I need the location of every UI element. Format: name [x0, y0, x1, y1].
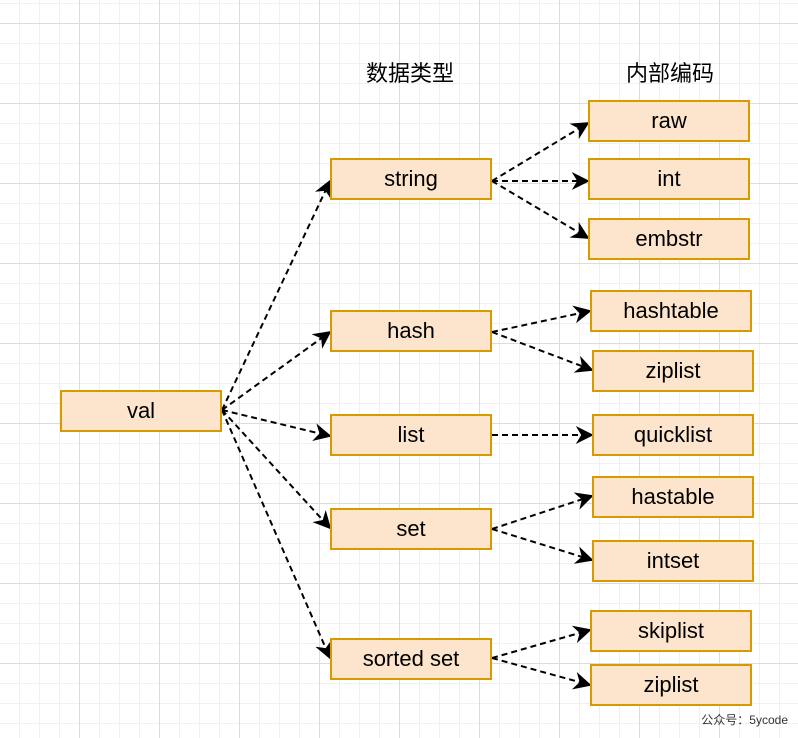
watermark: 公众号：5ycode [701, 713, 788, 727]
node-encoding-int: int [588, 158, 750, 200]
edge-hash-hashtable [491, 305, 592, 333]
node-type-hash: hash [330, 310, 492, 352]
node-type-sorted-set: sorted set [330, 638, 492, 680]
edge-string-raw [491, 122, 590, 182]
node-encoding-ziplist-zset: ziplist [590, 664, 752, 706]
edge-zset-ziplist [491, 657, 592, 690]
edge-string-embstr [491, 180, 590, 239]
edge-val-sorted-set [221, 409, 332, 660]
node-encoding-hastable: hastable [592, 476, 754, 518]
node-val: val [60, 390, 222, 432]
edge-set-intset [491, 528, 594, 564]
node-encoding-ziplist-hash: ziplist [592, 350, 754, 392]
edge-hash-ziplist [491, 331, 594, 373]
edge-set-hastable [491, 492, 594, 530]
node-type-set: set [330, 508, 492, 550]
edge-val-hash [221, 330, 332, 411]
node-encoding-intset: intset [592, 540, 754, 582]
node-encoding-embstr: embstr [588, 218, 750, 260]
edge-zset-skiplist [491, 625, 592, 659]
header-data-type: 数据类型 [365, 61, 454, 86]
node-encoding-hashtable: hashtable [590, 290, 752, 332]
node-encoding-raw: raw [588, 100, 750, 142]
node-encoding-quicklist: quicklist [592, 414, 754, 456]
edge-val-list [221, 409, 332, 441]
node-type-string: string [330, 158, 492, 200]
edge-val-string [221, 179, 332, 411]
node-encoding-skiplist: skiplist [590, 610, 752, 652]
header-internal-encoding: 内部编码 [625, 61, 714, 86]
node-type-list: list [330, 414, 492, 456]
edge-val-set [221, 409, 332, 530]
